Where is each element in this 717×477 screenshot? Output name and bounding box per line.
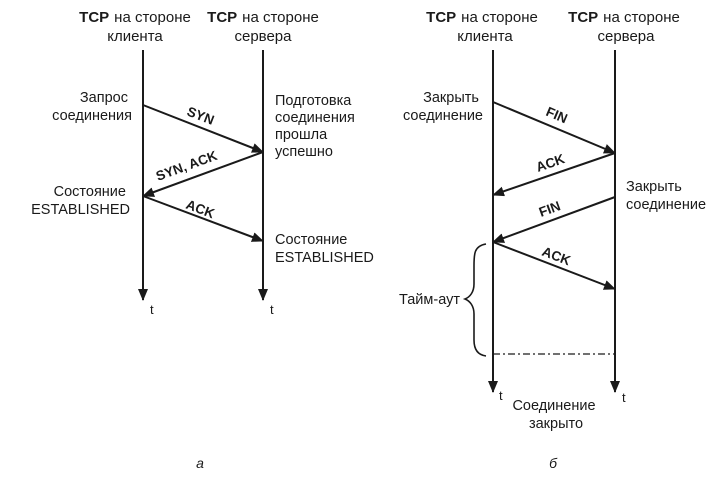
panel-a-client-time-label: t: [150, 302, 154, 317]
panel-a-client-header-line2: клиента: [107, 28, 163, 45]
panel-b-timeout-label: Тайм-аут: [399, 292, 460, 308]
panel-a-syn-ack-arrow: [142, 151, 264, 197]
panel-a-caption: а: [196, 455, 204, 471]
panel-a-ack-arrow: [142, 195, 264, 242]
panel-b-client-close-label: Закрыть соединение: [403, 90, 483, 124]
panel-a-request-label: Запрос соединения: [52, 90, 132, 124]
panel-b-client-time-label: t: [499, 388, 503, 403]
panel-b-fin-label-1: FIN: [544, 104, 570, 126]
panel-b-ack-arrow-2: [492, 241, 616, 290]
panel-a-server-time-label: t: [270, 302, 274, 317]
panel-a-server-state-label: Состояние ESTABLISHED: [275, 232, 374, 266]
panel-a-syn-ack-label: SYN, ACK: [154, 148, 220, 184]
panel-b-fin-arrow-1: [492, 101, 616, 154]
panel-b-server-header-line2: сервера: [597, 28, 655, 45]
panel-a-syn-arrow: [142, 104, 264, 153]
panel-b-closed-label: Соединение закрыто: [512, 398, 599, 432]
panel-b-client-header-line2: клиента: [457, 28, 513, 45]
panel-b-server-time-label: t: [622, 390, 626, 405]
panel-b-ack-label-2: ACK: [540, 244, 573, 269]
panel-b-caption: б: [549, 455, 558, 471]
panel-a-server-header-line2: сервера: [234, 28, 292, 45]
panel-b-server-close-label: Закрыть соединение: [626, 179, 706, 213]
panel-b-fin-arrow-2: [492, 196, 616, 243]
panel-a-client-state-label: Состояние ESTABLISHED: [31, 184, 130, 218]
panel-b-ack-arrow-1: [492, 152, 616, 197]
panel-b-fin-label-2: FIN: [537, 198, 563, 220]
panel-b-timeout-brace: [462, 243, 487, 357]
panel-a-server-ready-label: Подготовка соединения прошла успешно: [275, 93, 359, 160]
